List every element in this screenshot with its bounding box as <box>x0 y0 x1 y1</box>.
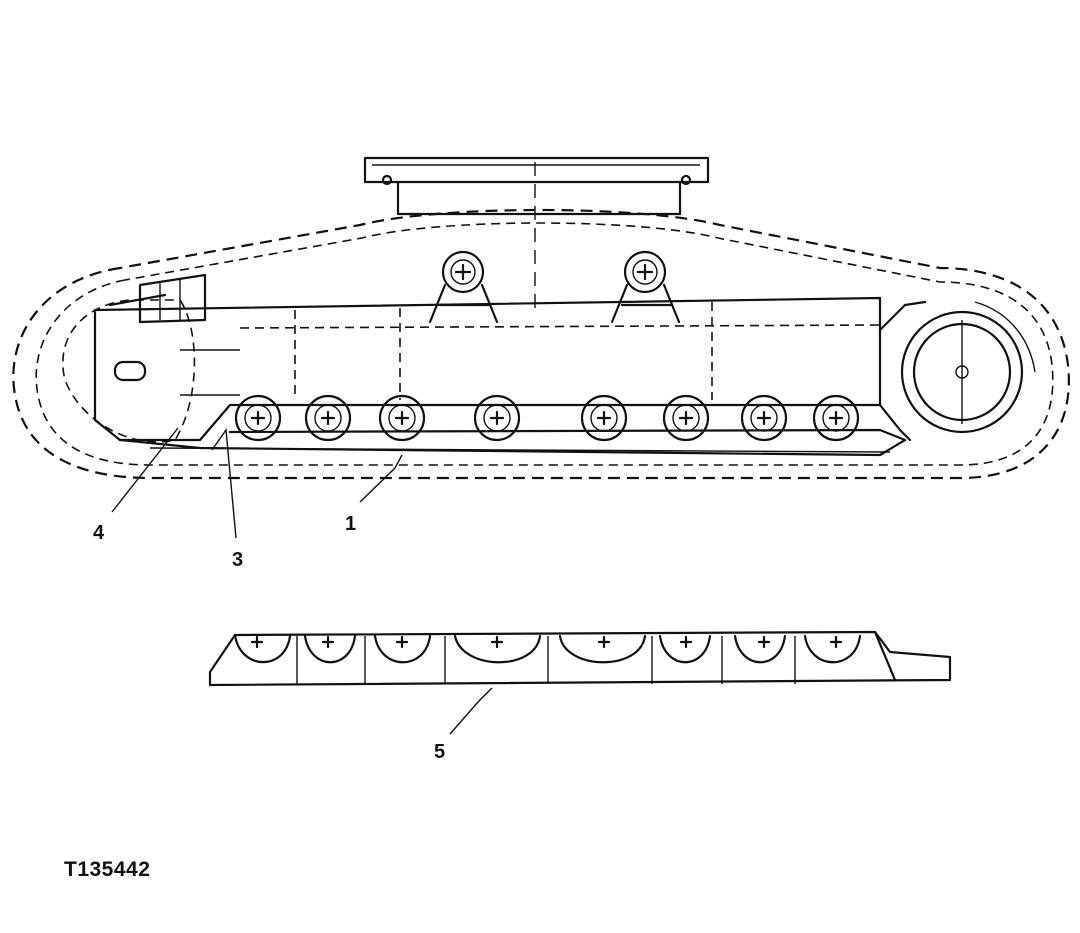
figure-id: T135442 <box>64 858 151 881</box>
callout-4: 4 <box>93 522 105 544</box>
track-chain <box>12 208 1070 480</box>
track-roller-guard-installed <box>118 428 907 457</box>
top-mount-plate <box>363 156 710 315</box>
track-roller <box>378 394 426 442</box>
carrier-roller-left <box>428 250 499 324</box>
carrier-roller-right <box>610 250 681 324</box>
track-roller-guard-detail <box>208 630 952 687</box>
drive-sprocket <box>878 300 1036 442</box>
callout-5: 5 <box>434 741 445 763</box>
callout-3: 3 <box>232 549 243 571</box>
front-idler <box>62 273 207 443</box>
track-roller <box>812 394 860 442</box>
track-roller <box>234 394 282 442</box>
track-rollers <box>234 394 860 442</box>
track-roller <box>473 394 521 442</box>
track-roller <box>740 394 788 442</box>
track-roller <box>580 394 628 442</box>
track-roller <box>662 394 710 442</box>
leader-lines <box>111 427 493 735</box>
callout-1: 1 <box>345 513 356 535</box>
track-roller <box>304 394 352 442</box>
